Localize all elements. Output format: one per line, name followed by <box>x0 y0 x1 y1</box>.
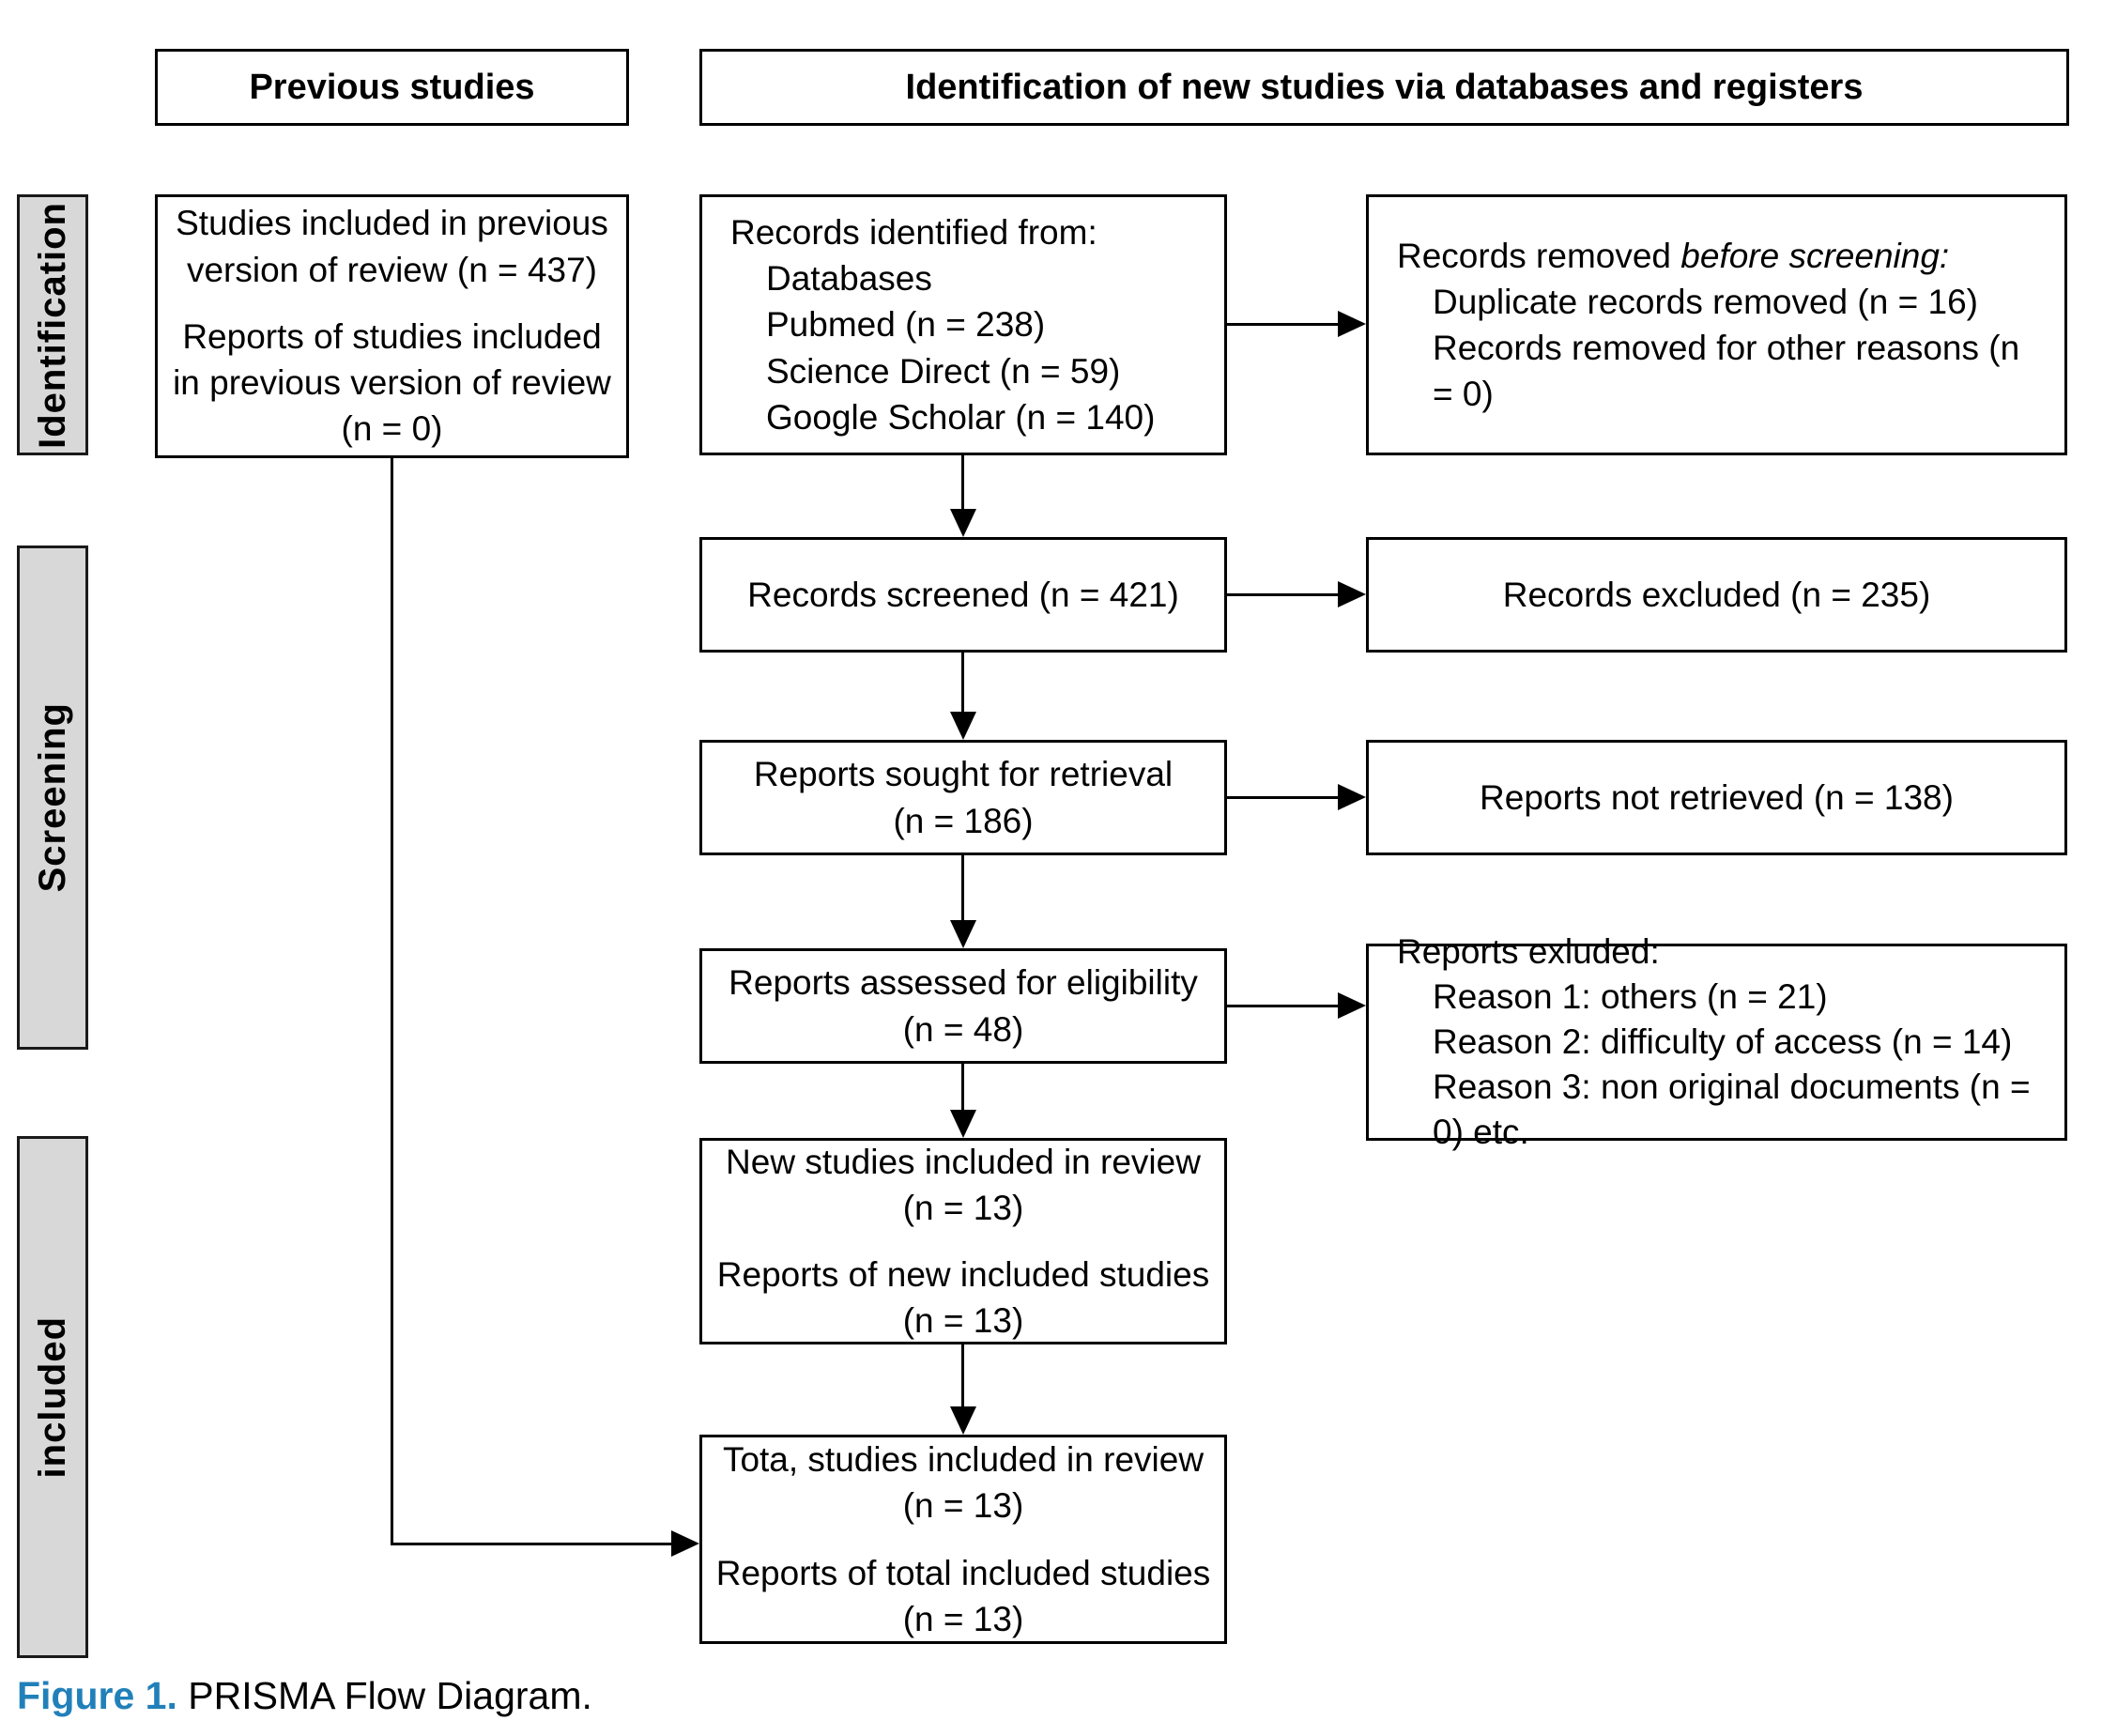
box-total-studies-included: Tota, studies included in review (n = 13… <box>699 1435 1227 1644</box>
total-studies-paragraph-2: Reports of total included studies (n = 1… <box>715 1553 1211 1638</box>
records-removed-lead: Records removed before screening: <box>1397 236 1950 275</box>
arrowhead-right-icon <box>1338 581 1366 607</box>
header-identification-new-studies: Identification of new studies via databa… <box>699 49 2069 126</box>
stage-label-identification: Identification <box>31 201 73 449</box>
header-previous-studies: Previous studies <box>155 49 629 126</box>
figure-caption-label: Figure 1. <box>17 1674 177 1717</box>
stage-label-included: included <box>31 1315 73 1479</box>
before-screening-italic: before screening: <box>1680 236 1950 275</box>
box-records-identified: Records identified from: Databases Pubme… <box>699 194 1227 455</box>
previous-version-paragraph-1: Studies included in previous version of … <box>176 204 608 289</box>
arrowhead-right-icon <box>1338 311 1366 337</box>
arrowhead-down-icon <box>950 509 976 537</box>
box-records-screened: Records screened (n = 421) <box>699 537 1227 653</box>
arrowhead-down-icon <box>950 712 976 740</box>
arrowhead-right-icon <box>671 1530 699 1557</box>
arrowhead-down-icon <box>950 1406 976 1435</box>
box-reports-assessed: Reports assessed for eligibility (n = 48… <box>699 948 1227 1064</box>
header-identification-new-studies-label: Identification of new studies via databa… <box>905 67 1864 107</box>
arrowhead-down-icon <box>950 920 976 948</box>
box-reports-not-retrieved: Reports not retrieved (n = 138) <box>1366 740 2067 855</box>
box-new-studies-included: New studies included in review (n = 13) … <box>699 1138 1227 1344</box>
stage-bar-included: included <box>17 1136 88 1658</box>
box-studies-included-previous-version: Studies included in previous version of … <box>155 194 629 458</box>
figure-caption-text: PRISMA Flow Diagram. <box>188 1674 592 1717</box>
box-records-removed-before-screening: Records removed before screening: Duplic… <box>1366 194 2067 455</box>
total-studies-paragraph-1: Tota, studies included in review (n = 13… <box>722 1440 1204 1526</box>
records-identified-lead: Records identified from: <box>730 213 1097 252</box>
stage-bar-identification: Identification <box>17 194 88 455</box>
arrowhead-right-icon <box>1338 784 1366 810</box>
arrowhead-down-icon <box>950 1110 976 1138</box>
header-previous-studies-label: Previous studies <box>249 67 535 107</box>
previous-version-paragraph-2: Reports of studies included in previous … <box>173 316 611 449</box>
stage-bar-screening: Screening <box>17 545 88 1050</box>
reports-excluded-lead: Reports exluded: <box>1397 931 1660 971</box>
box-reports-excluded: Reports exluded: Reason 1: others (n = 2… <box>1366 932 2067 1151</box>
box-records-excluded: Records excluded (n = 235) <box>1366 537 2067 653</box>
new-studies-paragraph-2: Reports of new included studies (n = 13) <box>716 1255 1210 1341</box>
arrowhead-right-icon <box>1338 992 1366 1019</box>
stage-label-screening: Screening <box>31 702 73 893</box>
figure-caption: Figure 1. PRISMA Flow Diagram. <box>17 1673 592 1719</box>
new-studies-paragraph-1: New studies included in review (n = 13) <box>726 1142 1201 1227</box>
box-reports-sought: Reports sought for retrieval (n = 186) <box>699 740 1227 855</box>
